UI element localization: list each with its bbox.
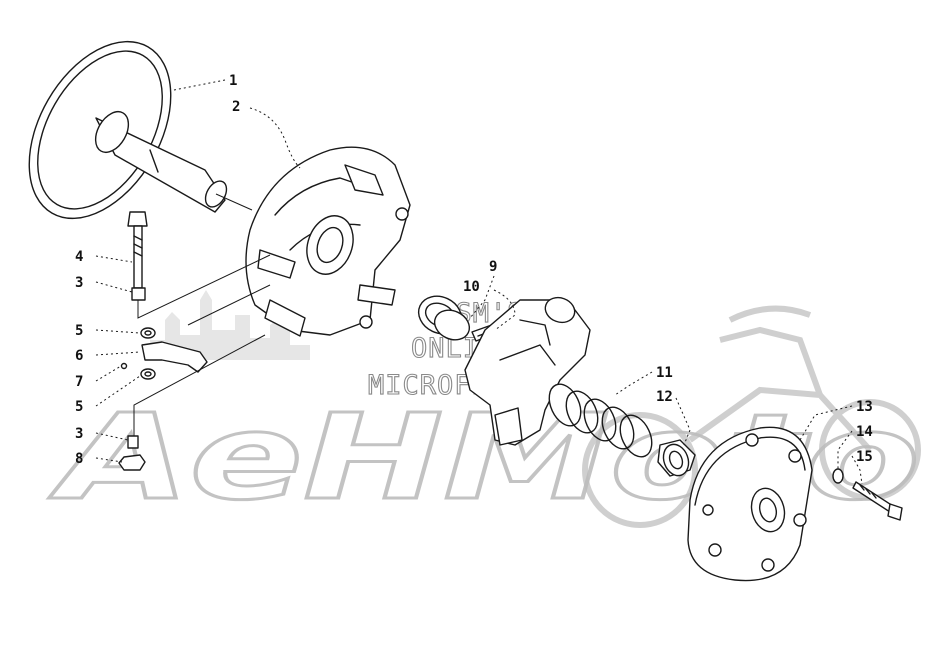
- callout-15: 15: [856, 449, 873, 465]
- callout-2: 2: [232, 99, 240, 115]
- callout-1: 1: [229, 73, 237, 89]
- part-bushing-upper: [131, 287, 146, 301]
- part-nut: [118, 454, 146, 471]
- callout-11: 11: [656, 365, 673, 381]
- leader-lines: [95, 79, 863, 485]
- callout-5-upper: 5: [75, 323, 83, 339]
- part-washer-lower-hole: [144, 371, 152, 377]
- part-bushing-ring: [657, 439, 696, 477]
- part-cover: [687, 426, 813, 582]
- part-lock-washer: [832, 468, 844, 484]
- part-spider: [464, 296, 591, 446]
- callout-5-lower: 5: [75, 399, 83, 415]
- callout-9: 9: [489, 259, 497, 275]
- callout-7: 7: [75, 374, 83, 390]
- part-washer-upper-hole: [144, 330, 152, 336]
- callout-14: 14: [856, 424, 873, 440]
- callout-3-upper: 3: [75, 275, 83, 291]
- part-bushing-lower: [127, 435, 139, 449]
- callout-3-lower: 3: [75, 426, 83, 442]
- part-spring: [548, 383, 653, 458]
- callout-4: 4: [75, 249, 83, 265]
- part-washer-lower: [140, 368, 156, 380]
- callout-13: 13: [856, 399, 873, 415]
- callout-10: 10: [463, 279, 480, 295]
- part-washer-upper: [140, 327, 156, 339]
- callout-6: 6: [75, 348, 83, 364]
- assembly-lines: [133, 193, 271, 436]
- watermark-skyline: [150, 290, 310, 360]
- callout-8: 8: [75, 451, 83, 467]
- callouts: 1 2 4 3 5 6 7 5 3 8 9 10 11 12 13 14 15: [75, 73, 873, 467]
- part-movable-sheave: [245, 146, 411, 337]
- part-screw: [852, 481, 903, 521]
- part-pin: [120, 362, 128, 370]
- part-bolt: [127, 211, 148, 289]
- part-sheave-stationary: [28, 40, 228, 220]
- part-cam-arm: [141, 341, 208, 373]
- callout-12: 12: [656, 389, 673, 405]
